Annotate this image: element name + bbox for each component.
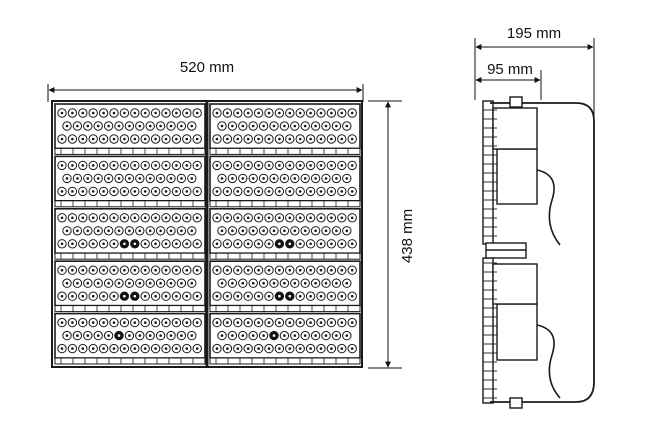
side-inner-depth-label: 95 mm [487,61,533,78]
led-module [209,208,361,260]
side-view [482,96,595,409]
side-inner-depth-dimension: 95 mm [475,61,542,100]
front-height-label: 438 mm [399,209,416,263]
front-width-label: 520 mm [180,59,234,76]
top-bracket-clamp [509,96,523,108]
side-housing-upper [482,100,494,245]
led-module [209,260,361,313]
front-width-dimension: 520 mm [47,59,364,102]
led-module [209,155,361,208]
led-module [54,208,206,260]
side-depth-dimension: 195 mm [474,25,595,118]
mounting-bracket [490,102,595,403]
side-housing-lower [482,257,494,404]
driver-box-upper [496,148,538,205]
led-module [54,312,206,365]
led-module [209,103,361,155]
front-view [51,100,363,368]
front-height-dimension: 438 mm [368,100,416,369]
driver-box-lower [496,303,538,361]
led-module [209,312,361,365]
cable-upper [536,169,561,246]
side-depth-label: 195 mm [507,25,561,42]
led-module [54,103,206,155]
cable-lower [536,324,561,399]
bottom-bracket-clamp [509,397,523,409]
led-module [54,155,206,208]
led-module [54,260,206,313]
